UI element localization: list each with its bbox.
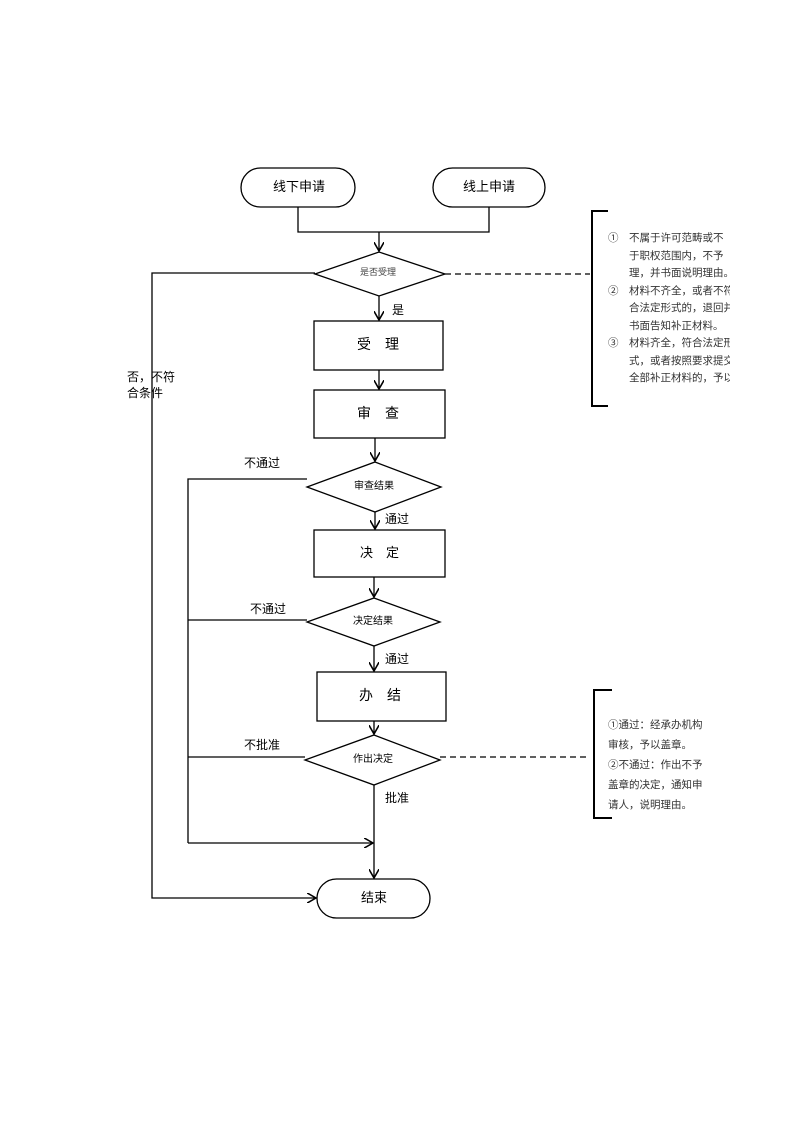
note-line: 盖章的决定，通知申 (608, 779, 703, 791)
end-label: 结束 (361, 891, 388, 906)
accept-note: ① 不属于许可范畴或不 于职权范围内，不予 理，并书面说明理由。 ② 材料不齐全… (608, 230, 730, 388)
approve-label: 批准 (385, 791, 410, 805)
note-line: 理，并书面说明理由。 (608, 267, 730, 279)
complete-box (316, 671, 447, 722)
decide-fail-label: 不通过 (250, 602, 287, 616)
online-apply-label: 线上申请 (463, 180, 516, 195)
note-line: 书面告知补正材料。 (608, 319, 724, 332)
note-line: ① 不属于许可范畴或不 (608, 232, 724, 244)
review-label: 审 查 (357, 406, 399, 422)
note-line: 合法定形式的，退回并 (608, 302, 730, 314)
note-line: 全部补正材料的，予以 (608, 372, 730, 384)
accept-note-bracket (591, 210, 608, 407)
decide-box (313, 529, 446, 578)
note-line: ② 材料不齐全，或者不符 (608, 284, 730, 297)
note-line: 请人，说明理由。 (608, 799, 692, 811)
decide-pass-label: 通过 (385, 652, 410, 666)
offline-apply-label: 线下申请 (273, 180, 326, 195)
review-box (313, 389, 446, 439)
decide-result-label: 决定结果 (353, 616, 393, 627)
reject-label: 不批准 (244, 738, 281, 752)
decision-note: ①通过：经承办机构 审核，予以盖章。 ②不通过：作出不予 盖章的决定，通知申 请… (608, 715, 703, 815)
note-line: 审核，予以盖章。 (608, 739, 692, 751)
accept-decision-label: 是否受理 (360, 268, 397, 278)
complete-label: 办 结 (359, 688, 401, 704)
note-line: ③ 材料齐全，符合法定形 (608, 337, 730, 349)
decision-note-bracket (593, 689, 612, 819)
make-decision-label: 作出决定 (353, 754, 393, 765)
no-unqualified-label-1: 否，不符 (127, 370, 176, 384)
note-line: 式，或者按照要求提交 (608, 354, 730, 367)
no-unqualified-label-2: 合条件 (127, 386, 164, 400)
yes-label: 是 (392, 303, 405, 317)
accept-label: 受 理 (357, 337, 399, 353)
review-fail-label: 不通过 (244, 456, 281, 470)
note-line: ②不通过：作出不予 (608, 759, 703, 771)
note-line: ①通过：经承办机构 (608, 719, 703, 731)
review-result-label: 审查结果 (354, 481, 394, 492)
end-terminal (316, 878, 431, 919)
note-line: 于职权范围内，不予 (608, 249, 724, 262)
review-pass-label: 通过 (385, 512, 410, 526)
decide-label: 决 定 (360, 546, 400, 561)
